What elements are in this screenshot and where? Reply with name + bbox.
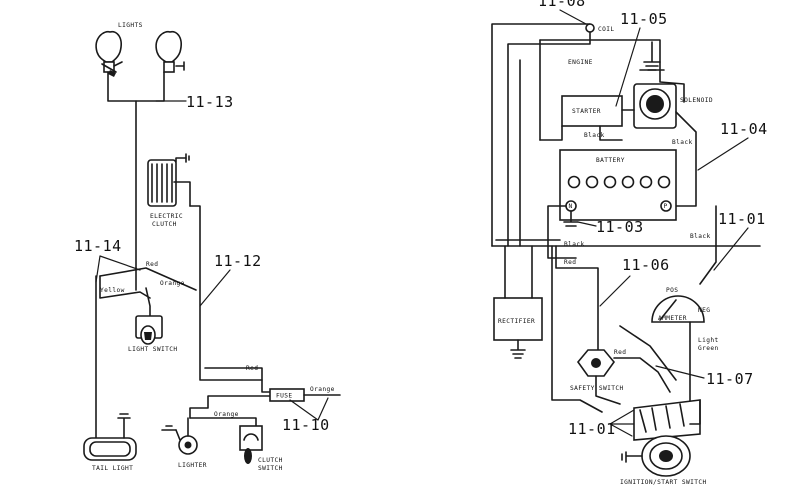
label-lights: LIGHTS	[118, 22, 143, 29]
ignition-start-switch	[621, 399, 701, 477]
callout-11-12: 11-12	[214, 252, 262, 270]
label-fuse: FUSE	[276, 393, 293, 400]
label-electric: ELECTRIC	[150, 213, 183, 220]
clutch-switch	[239, 425, 263, 464]
headlight-right	[155, 30, 185, 73]
label-yellow: Yellow	[100, 287, 125, 294]
solenoid	[621, 83, 677, 129]
label-orange-lower: Orange	[214, 411, 239, 418]
label-red-left: Red	[146, 261, 158, 268]
label-red-safety: Red	[614, 349, 626, 356]
callout-11-04: 11-04	[720, 120, 768, 138]
label-ammeter: AMMETER	[658, 315, 687, 322]
label-clutch-switch-1: CLUTCH	[258, 457, 283, 464]
label-lighter: LIGHTER	[178, 462, 207, 469]
label-battery: BATTERY	[596, 157, 625, 164]
callout-11-05: 11-05	[620, 10, 668, 28]
right-wiring-diagram: 11-08 COIL ENGINE STARTER Black	[491, 0, 768, 486]
label-light-green-1: Light	[698, 337, 719, 344]
tail-light	[83, 413, 137, 461]
label-red-right: Red	[564, 259, 576, 266]
fuse: FUSE	[269, 388, 305, 402]
callout-11-07: 11-07	[706, 370, 754, 388]
callout-11-14: 11-14	[74, 237, 122, 255]
label-red-lower: Red	[246, 365, 258, 372]
label-black-solenoid: Black	[672, 139, 693, 146]
label-orange-fuse: Orange	[310, 386, 335, 393]
callout-11-06: 11-06	[622, 256, 670, 274]
label-tail-light: TAIL LIGHT	[92, 465, 133, 472]
label-light-switch: LIGHT SWITCH	[128, 346, 178, 353]
label-black-mid: Black	[564, 241, 585, 248]
label-coil: COIL	[598, 26, 615, 33]
rectifier: RECTIFIER	[493, 245, 543, 359]
left-wiring-diagram: LIGHTS 11-13 ELECTRIC CLUTCH	[74, 22, 341, 472]
callout-11-10: 11-10	[282, 416, 330, 434]
label-solenoid: SOLENOID	[680, 97, 713, 104]
label-rectifier: RECTIFIER	[498, 318, 535, 325]
label-safety-switch: SAFETY SWITCH	[570, 385, 624, 392]
label-battery-neg: N	[569, 203, 573, 210]
label-clutch-switch-2: SWITCH	[258, 465, 283, 472]
label-pos: POS	[666, 287, 678, 294]
headlight-left	[95, 30, 123, 77]
coil	[585, 23, 595, 33]
label-orange-left: Orange	[160, 280, 185, 287]
label-battery-pos: P	[664, 203, 668, 210]
label-starter: STARTER	[572, 108, 601, 115]
label-neg: NEG	[698, 307, 710, 314]
label-engine: ENGINE	[568, 59, 593, 66]
label-light-green-2: Green	[698, 345, 719, 352]
lighter	[161, 417, 198, 455]
label-clutch: CLUTCH	[152, 221, 177, 228]
callout-11-03: 11-03	[596, 218, 644, 236]
callout-11-13: 11-13	[186, 93, 234, 111]
callout-11-08: 11-08	[538, 0, 586, 10]
label-ignition-start-switch: IGNITION/START SWITCH	[620, 479, 707, 486]
ammeter: AMMETER	[651, 295, 705, 323]
battery: BATTERY N P	[559, 149, 677, 221]
starter: STARTER	[561, 95, 623, 127]
callout-11-01-right: 11-01	[718, 210, 766, 228]
light-switch	[135, 315, 163, 345]
label-black-right: Black	[690, 233, 711, 240]
callout-11-01-bottom: 11-01	[568, 420, 616, 438]
safety-switch	[576, 349, 616, 377]
electric-clutch	[147, 153, 191, 207]
label-black-starter: Black	[584, 132, 605, 139]
